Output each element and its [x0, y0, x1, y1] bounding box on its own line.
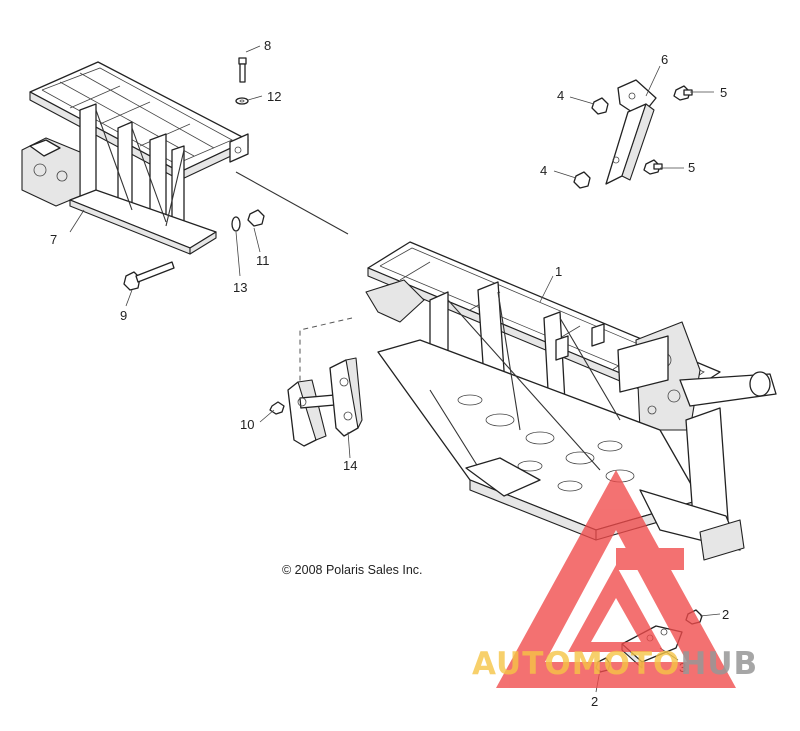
alignment-line-subframe: [235, 171, 349, 235]
callout-12: 12: [267, 89, 281, 104]
washer-part-12: [235, 97, 249, 105]
callout-8: 8: [264, 38, 271, 53]
nut-part-4b: [573, 171, 591, 189]
bolt-part-9: [123, 261, 175, 291]
watermark-text: AUTOMOTOHUB: [472, 646, 758, 682]
washer-part-13: [231, 216, 241, 232]
callout-13: 13: [233, 280, 247, 295]
callout-11: 11: [256, 253, 270, 268]
nut-part-11: [247, 209, 265, 227]
copyright-text: © 2008 Polaris Sales Inc.: [282, 563, 423, 577]
callout-5a: 5: [720, 85, 727, 100]
bolt-part-8: [238, 57, 247, 83]
bolt-part-5a: [673, 85, 693, 101]
callout-5b: 5: [688, 160, 695, 175]
engine-mount-part-14: [287, 357, 363, 447]
watermark-text-part2: HUB: [680, 646, 759, 682]
rear-subframe-part-7: [21, 61, 249, 255]
callout-6: 6: [661, 52, 668, 67]
callout-14: 14: [343, 458, 357, 473]
bracket-part-6: [605, 79, 657, 185]
callout-10: 10: [240, 417, 254, 432]
callout-1: 1: [555, 264, 562, 279]
callout-2b: 2: [591, 694, 598, 709]
watermark-text-part1: AUTOMOTO: [472, 646, 681, 682]
bolt-part-5b: [643, 159, 663, 175]
watermark-logo-triangle: [496, 470, 736, 688]
nut-part-10: [269, 401, 285, 415]
callout-7: 7: [50, 232, 57, 247]
callout-2a: 2: [722, 607, 729, 622]
nut-part-4a: [591, 97, 609, 115]
leader-lines: [69, 45, 721, 693]
callout-4b: 4: [540, 163, 547, 178]
callout-9: 9: [120, 308, 127, 323]
callout-4a: 4: [557, 88, 564, 103]
main-frame-part-1: [365, 241, 777, 561]
